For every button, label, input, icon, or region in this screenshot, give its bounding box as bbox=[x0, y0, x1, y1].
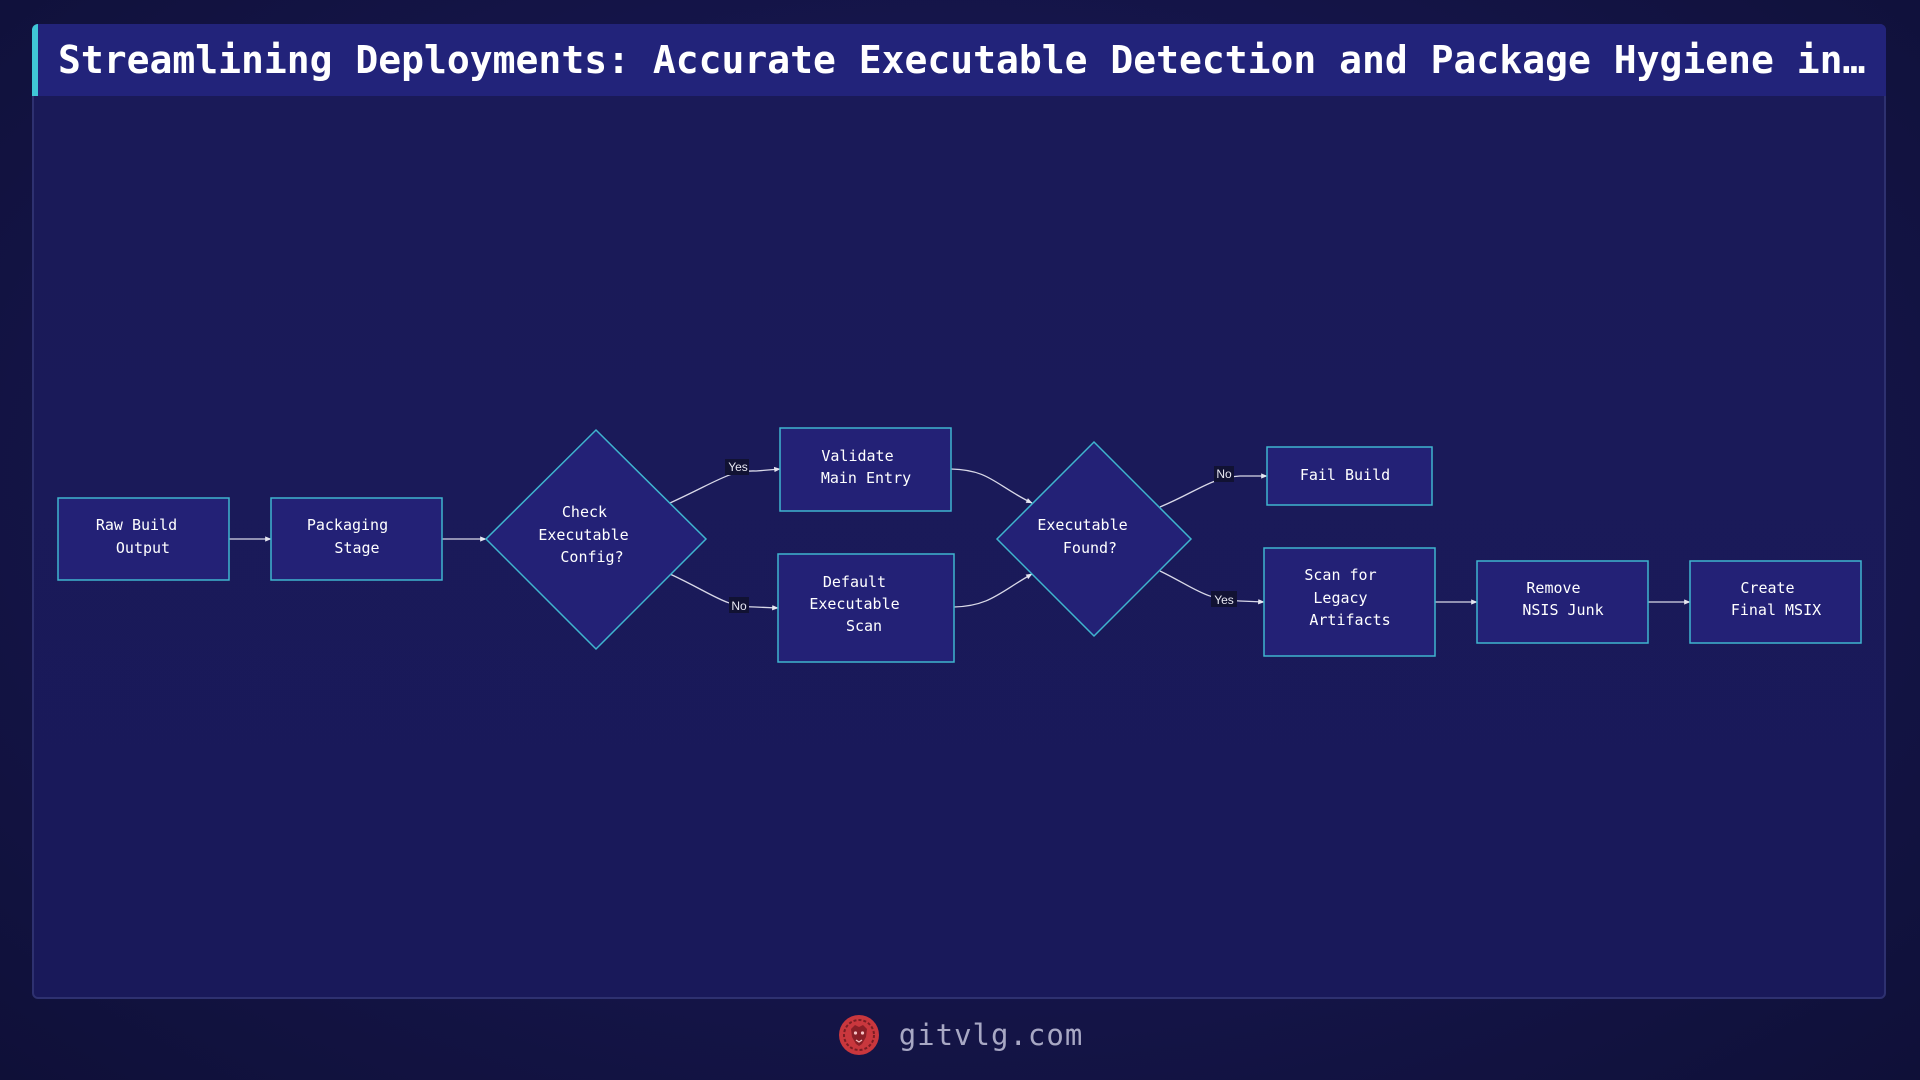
edge-label-yes-validate: Yes bbox=[725, 459, 749, 475]
footer-site-link[interactable]: gitvlg.com bbox=[898, 1018, 1084, 1052]
node-label: Scan for Legacy Artifacts bbox=[1304, 566, 1390, 629]
edge-label-text: Yes bbox=[1214, 593, 1234, 607]
edge-label-bg bbox=[729, 597, 749, 613]
edge-label-text: Yes bbox=[728, 460, 748, 474]
node-label: Default Executable Scan bbox=[809, 573, 908, 635]
node-check-executable-config: Check Executable Config? bbox=[484, 428, 708, 651]
node-raw-build-output: Raw Build Output bbox=[57, 497, 230, 581]
node-label: Remove NSIS Junk bbox=[1522, 579, 1603, 619]
edge-label-bg bbox=[725, 459, 749, 475]
node-executable-found: Executable Found? bbox=[995, 440, 1193, 638]
node-label: Raw Build Output bbox=[96, 516, 186, 557]
edge-default-to-found bbox=[953, 573, 1033, 608]
node-validate-main-entry: Validate Main Entry bbox=[779, 427, 952, 512]
node-default-executable-scan: Default Executable Scan bbox=[777, 553, 955, 663]
node-scan-legacy-artifacts: Scan for Legacy Artifacts bbox=[1263, 547, 1436, 657]
node-label: Fail Build bbox=[1300, 466, 1390, 484]
edge-check-to-default bbox=[669, 573, 779, 611]
node-label: Check Executable Config? bbox=[538, 503, 637, 566]
node-remove-nsis-junk: Remove NSIS Junk bbox=[1476, 560, 1649, 644]
edge-check-to-validate bbox=[669, 466, 781, 504]
node-label: Create Final MSIX bbox=[1731, 579, 1821, 619]
edge-label-no-default: No bbox=[729, 597, 749, 613]
node-fail-build: Fail Build bbox=[1266, 446, 1433, 506]
title-bar: Streamlining Deployments: Accurate Execu… bbox=[32, 24, 1886, 96]
node-label: Validate Main Entry bbox=[821, 447, 911, 487]
node-packaging-stage: Packaging Stage bbox=[270, 497, 443, 581]
edge-found-to-fail bbox=[1159, 473, 1268, 508]
node-label: Packaging Stage bbox=[307, 516, 397, 557]
edge-label-text: No bbox=[1216, 467, 1232, 481]
edge-label-no-fail: No bbox=[1214, 466, 1234, 482]
edge-label-bg bbox=[1214, 466, 1234, 482]
footer: gitvlg.com bbox=[0, 1010, 1920, 1060]
lion-head-icon bbox=[838, 1015, 879, 1055]
edge-label-text: No bbox=[731, 599, 747, 613]
node-create-final-msix: Create Final MSIX bbox=[1689, 560, 1862, 644]
edge-label-bg bbox=[1211, 591, 1237, 607]
node-label: Executable Found? bbox=[1037, 516, 1136, 557]
edge-found-to-scan bbox=[1159, 570, 1265, 605]
edge-label-yes-scan: Yes bbox=[1211, 591, 1237, 607]
edge-validate-to-found bbox=[950, 468, 1033, 504]
edges bbox=[229, 466, 1691, 611]
